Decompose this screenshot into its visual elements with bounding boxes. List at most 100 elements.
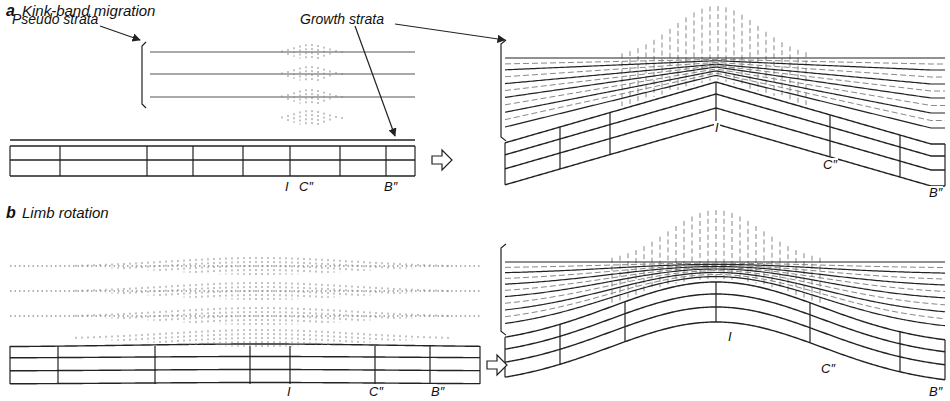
leader-arrow <box>355 26 395 136</box>
thickness-tick <box>358 311 359 321</box>
thickness-tick <box>430 264 431 267</box>
thickness-tick <box>172 332 173 343</box>
thickness-tick <box>214 330 215 346</box>
thickness-tick <box>430 289 431 292</box>
thickness-tick <box>418 336 419 340</box>
thickness-tick <box>160 261 161 271</box>
point-label: I <box>727 330 733 344</box>
section-edge <box>944 144 945 186</box>
thickness-tick <box>282 72 283 75</box>
thickness-tick <box>662 35 663 95</box>
thickness-tick <box>316 284 317 299</box>
thickness-tick <box>282 95 283 98</box>
thickness-tick <box>288 115 289 121</box>
thickness-tick <box>208 308 209 323</box>
thickness-tick <box>286 257 287 274</box>
callout-label: Growth strata <box>300 12 384 27</box>
thickness-tick <box>136 287 137 294</box>
thickness-tick <box>154 311 155 320</box>
thickness-tick <box>100 289 101 293</box>
thickness-tick <box>388 263 389 270</box>
thickness-tick <box>172 310 173 321</box>
thickness-tick <box>262 307 263 325</box>
thickness-tick <box>400 335 401 341</box>
thickness-tick <box>274 257 275 275</box>
pseudo-stratum <box>10 315 480 316</box>
bracket <box>501 40 506 141</box>
section-edge <box>944 340 945 380</box>
thickness-tick <box>638 48 639 101</box>
thickness-tick <box>342 73 343 75</box>
section-edge <box>504 337 505 377</box>
thickness-tick <box>400 263 401 269</box>
thickness-tick <box>382 334 383 341</box>
pseudo-stratum <box>150 73 415 74</box>
thickness-tick <box>94 264 95 268</box>
thickness-tick <box>412 264 413 269</box>
thickness-tick <box>306 89 307 104</box>
thickness-tick <box>702 9 703 83</box>
marker-line <box>624 302 625 342</box>
marker-line <box>559 127 560 169</box>
pregrowth-stratum <box>505 124 945 186</box>
thickness-tick <box>328 284 329 298</box>
thickness-tick <box>342 96 343 98</box>
thickness-tick <box>238 307 239 324</box>
thickness-tick <box>424 264 425 268</box>
thickness-tick <box>352 311 353 322</box>
thickness-tick <box>82 315 83 318</box>
thickness-tick <box>76 315 77 317</box>
thickness-tick <box>382 312 383 319</box>
callout-label: Pseudo strata <box>12 12 98 27</box>
thickness-tick <box>310 258 311 274</box>
thickness-tick <box>76 265 77 267</box>
thickness-tick <box>388 288 389 295</box>
thickness-tick <box>82 290 83 293</box>
thickness-tick <box>280 257 281 275</box>
thickness-tick <box>298 308 299 325</box>
thickness-tick <box>726 7 727 81</box>
thickness-tick <box>280 282 281 300</box>
thickness-tick <box>238 257 239 274</box>
thickness-tick <box>94 336 95 340</box>
thickness-tick <box>76 290 77 292</box>
thickness-tick <box>304 330 305 346</box>
marker-line <box>249 346 250 384</box>
thickness-tick <box>436 315 437 318</box>
thickness-tick <box>220 308 221 324</box>
thickness-tick <box>154 261 155 270</box>
thickness-tick <box>106 336 107 340</box>
thickness-tick <box>448 337 449 339</box>
thickness-tick <box>118 313 119 318</box>
thickness-tick <box>654 40 655 97</box>
thickness-tick <box>424 336 425 340</box>
thickness-tick <box>262 282 263 300</box>
thickness-tick <box>734 10 735 84</box>
thickness-tick <box>382 287 383 294</box>
marker-line <box>9 146 10 176</box>
thickness-tick <box>232 329 233 346</box>
pregrowth-stratum <box>10 344 480 347</box>
thickness-tick <box>244 282 245 300</box>
thickness-tick <box>442 337 443 340</box>
thickness-tick <box>130 288 131 295</box>
pseudo-stratum <box>10 265 480 266</box>
thickness-tick <box>112 314 113 319</box>
thickness-tick <box>208 258 209 273</box>
thickness-tick <box>286 329 287 346</box>
pregrowth-stratum <box>10 383 480 384</box>
thickness-tick <box>312 110 313 126</box>
thickness-tick <box>166 286 167 297</box>
thickness-tick <box>300 111 301 124</box>
thickness-tick <box>100 314 101 318</box>
thickness-tick <box>160 311 161 321</box>
thickness-tick <box>336 116 337 120</box>
pregrowth-stratum <box>10 370 480 371</box>
thickness-tick <box>82 337 83 340</box>
thickness-tick <box>340 260 341 272</box>
thickness-tick <box>106 264 107 268</box>
thickness-tick <box>232 282 233 299</box>
thickness-tick <box>358 261 359 271</box>
thickness-tick <box>94 289 95 293</box>
